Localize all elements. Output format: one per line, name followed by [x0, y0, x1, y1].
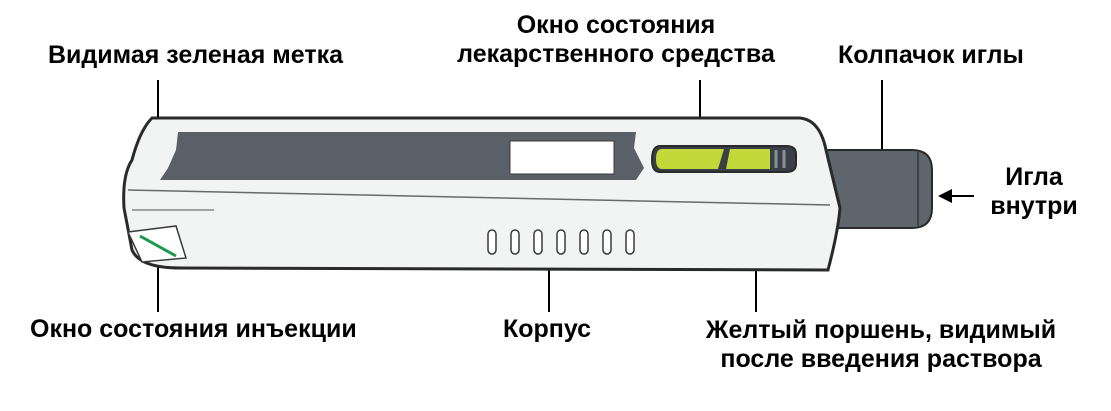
needle-arrow-head [938, 189, 952, 203]
body-contour-line [127, 189, 831, 206]
medicine-window-yellow-left [656, 149, 724, 169]
yellow-plunger [726, 149, 770, 169]
label-body: Корпус [503, 315, 592, 343]
panel-white-window [509, 140, 615, 175]
label-needle-inside-line2: внутри [990, 192, 1078, 220]
label-medicine-window-line2: лекарственного средства [457, 40, 775, 68]
label-medicine-window: Окно состояния лекарственного средства [428, 11, 804, 69]
label-needle-inside-line1: Игла [1005, 163, 1063, 191]
label-injection-window: Окно состояния инъекции [30, 315, 357, 343]
label-yellow-plunger: Желтый поршень, видимый после введения р… [676, 316, 1086, 374]
label-needle-cap: Колпачок иглы [838, 41, 1024, 69]
label-needle-inside: Игла внутри [982, 163, 1086, 221]
label-yellow-plunger-line1: Желтый поршень, видимый [705, 316, 1057, 344]
label-yellow-plunger-line2: после введения раствора [720, 345, 1042, 373]
needle-cap [817, 149, 933, 229]
label-green-mark: Видимая зеленая метка [48, 41, 343, 69]
label-medicine-window-line1: Окно состояния [516, 11, 716, 39]
grip-ridges [487, 229, 635, 255]
green-mark [139, 234, 177, 258]
